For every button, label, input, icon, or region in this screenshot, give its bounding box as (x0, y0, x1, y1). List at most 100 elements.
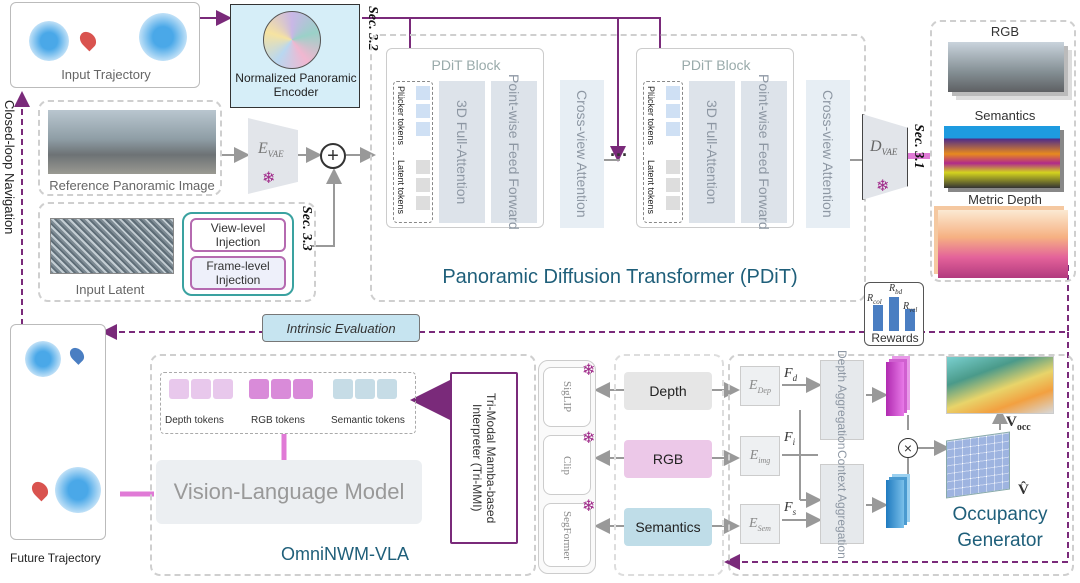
semantic-encoder: ESem (740, 504, 780, 544)
ego-car-icon (139, 13, 187, 61)
semantics-output-label: Semantics (974, 108, 1036, 123)
location-pin-icon (76, 28, 100, 52)
frame-level-injection: Frame-level Injection (190, 256, 286, 290)
injection-group (182, 212, 294, 296)
reward-bar (873, 305, 883, 331)
f-d-label: Fd (784, 366, 798, 383)
siglip-encoder: SigLIP (543, 367, 591, 427)
cross-view-attention-1: Cross-view Attention (560, 80, 604, 228)
plucker-label: Plücker tokens (396, 86, 406, 146)
reference-image-label: Reference Panoramic Image (49, 178, 215, 193)
future-trajectory-panel (10, 324, 106, 540)
snowflake-icon: ❄ (876, 178, 890, 195)
depth-aggregation: Depth Aggregation (820, 350, 864, 450)
sec-3-3: Sec. 3.3 (299, 206, 314, 251)
latent-tokens-label: Latent tokens (396, 160, 406, 215)
v-hat-label: V̂ (1018, 482, 1029, 498)
reference-panorama-image (48, 110, 216, 174)
rewards-panel: Rcol Rbd Rvel Rewards (864, 282, 924, 346)
vae-encoder-label: EVAE (258, 140, 284, 160)
snowflake-icon: ❄ (582, 430, 596, 447)
full-attention-block: 3D Full-Attention (689, 81, 735, 223)
f-i-label: Fi (784, 430, 796, 447)
depth-output-image (938, 210, 1068, 278)
pdit-title: Panoramic Diffusion Transformer (PDiT) (442, 266, 798, 288)
snowflake-icon: ❄ (582, 362, 596, 379)
ego-car-icon (55, 467, 101, 513)
feed-forward-block: Point-wise Feed Forward (741, 74, 787, 230)
reward-bar (889, 297, 899, 331)
reward-bar (905, 309, 915, 331)
v-occ-label: Vocc (1006, 414, 1031, 433)
input-latent-panel: Input Latent View-level Injection Frame-… (38, 202, 316, 302)
tri-mmi-block: Tri-Modal Mamba-based Interpreter (Tri-M… (450, 372, 518, 544)
r-vel-label: Rvel (903, 301, 918, 314)
pdit-block-2: PDiT Block Plücker tokens Latent tokens … (636, 48, 794, 230)
depth-output-label: Metric Depth (968, 192, 1042, 207)
tri-mmi-label: Tri-Modal Mamba-based Interpreter (Tri-M… (470, 392, 498, 524)
occupancy-generator-panel (728, 354, 1074, 576)
f-s-label: Fs (784, 500, 797, 517)
occupancy-generator-title: Occupancy Generator (952, 504, 1048, 551)
clip-encoder: Clip (543, 435, 591, 495)
semantic-tokens-label: Semantic tokens (331, 415, 405, 426)
sec-3-1: Sec. 3.1 (911, 124, 926, 169)
depth-encoder: EDep (740, 366, 780, 406)
multiply-icon: × (898, 438, 918, 458)
tokens-group: Depth tokens RGB tokens Semantic tokens (160, 372, 416, 434)
input-trajectory-label: Input Trajectory (61, 67, 151, 82)
ego-car-icon (25, 341, 61, 377)
pdit-block-1: PDiT Block Plücker tokens Latent tokens … (386, 48, 544, 230)
semantics-modality: Semantics (624, 508, 712, 546)
snowflake-icon: ❄ (582, 498, 596, 515)
rgb-output-label: RGB (990, 24, 1020, 39)
outputs-panel: RGB Semantics Metric Depth (930, 20, 1076, 282)
semantics-output-image (944, 126, 1060, 188)
depth-feature-volume (886, 362, 904, 416)
panorama-icon (263, 11, 321, 69)
vae-decoder-label: DVAE (870, 138, 898, 158)
depth-tokens-label: Depth tokens (165, 415, 224, 426)
cross-view-attention-2: Cross-view Attention (806, 80, 850, 228)
ellipsis: ··· (610, 145, 628, 165)
image-encoder: Eimg (740, 436, 780, 476)
input-latent-label: Input Latent (75, 282, 145, 297)
r-bd-label: Rbd (889, 283, 903, 296)
r-col-label: Rcol (867, 293, 882, 306)
reference-image-panel: Reference Panoramic Image (38, 100, 222, 196)
latent-tokens-label: Latent tokens (646, 160, 656, 215)
segformer-encoder: SegFormer (543, 503, 591, 567)
add-icon: + (320, 143, 346, 169)
context-feature-volume (886, 480, 904, 528)
closed-loop-label: Closed-loop Navigation (2, 100, 17, 235)
context-aggregation: Context Aggregation (820, 450, 864, 558)
depth-modality: Depth (624, 372, 712, 410)
view-level-injection: View-level Injection (190, 218, 286, 252)
rgb-tokens-label: RGB tokens (251, 415, 305, 426)
rgb-output-image (948, 42, 1064, 92)
omninwm-vla-title: OmniNWM-VLA (280, 544, 409, 564)
occupancy-render (946, 356, 1054, 414)
encoder-stack: SigLIP Clip SegFormer (538, 360, 596, 574)
vae-encoder (248, 118, 298, 194)
input-trajectory-panel: Input Trajectory (10, 2, 200, 88)
pdit-block-title: PDiT Block (681, 57, 751, 73)
full-attention-block: 3D Full-Attention (439, 81, 485, 223)
rgb-modality: RGB (624, 440, 712, 478)
modalities-panel (614, 354, 724, 576)
ego-car-icon (29, 21, 69, 61)
location-pin-icon (28, 478, 52, 502)
future-trajectory-label: Future Trajectory (10, 551, 101, 565)
intrinsic-evaluation: Intrinsic Evaluation (262, 314, 420, 342)
voxel-volume (946, 431, 1010, 499)
token-column: Plücker tokens Latent tokens (393, 81, 433, 223)
feed-forward-block: Point-wise Feed Forward (491, 74, 537, 230)
vision-language-model: Vision-Language Model (156, 460, 422, 524)
pdit-block-title: PDiT Block (431, 57, 501, 73)
panoramic-encoder: Normalized Panoramic Encoder (230, 4, 360, 108)
plucker-label: Plücker tokens (646, 86, 656, 146)
token-column: Plücker tokens Latent tokens (643, 81, 683, 223)
snowflake-icon: ❄ (262, 170, 276, 187)
location-pin-icon (67, 345, 87, 365)
